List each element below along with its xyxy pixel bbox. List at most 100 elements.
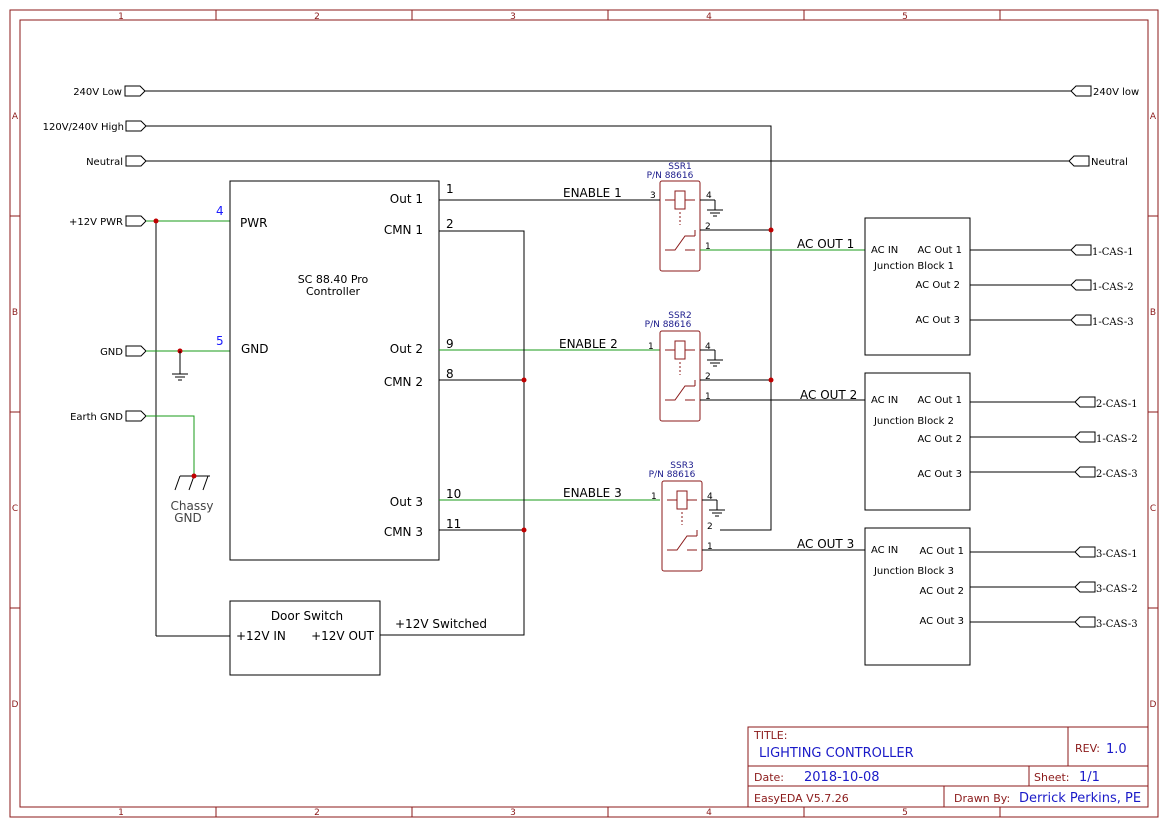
date-value: 2018-10-08 — [804, 770, 880, 785]
jb-3-out-1: AC Out 1 — [920, 546, 965, 557]
net-port-high — [125, 120, 147, 132]
jb-3-title: Junction Block 3 — [873, 566, 954, 577]
title-block: TITLE: LIGHTING CONTROLLER REV: 1.0 Date… — [747, 726, 1149, 808]
zone-col-4-top: 4 — [706, 12, 712, 22]
net-label-neutral-left: Neutral — [86, 157, 123, 168]
zone-col-2-bottom: 2 — [314, 808, 320, 818]
ground-icon — [707, 359, 723, 367]
zone-labels: 1 2 3 4 5 1 2 3 4 5 A B C D A B C D — [12, 12, 1157, 818]
ground-icon — [709, 509, 725, 517]
ssr-3-pin-1: 1 — [707, 542, 713, 552]
zone-col-5-bottom: 5 — [902, 808, 908, 818]
net-port-12v-pwr — [125, 215, 147, 227]
date-label: Date: — [754, 771, 784, 784]
ac-out-1-label: AC OUT 1 — [797, 237, 854, 251]
net-label-high: 120V/240V High — [43, 122, 124, 133]
ssr-1-pin-in: 3 — [650, 191, 656, 201]
ssr-2-pin-2: 2 — [705, 372, 711, 382]
rev-value: 1.0 — [1106, 742, 1127, 757]
door-switch-in-label: +12V IN — [236, 629, 286, 643]
jb-2-port-3: 2-CAS-3 — [1096, 469, 1138, 480]
title-label: TITLE: — [753, 729, 787, 742]
jb-3-port-2: 3-CAS-2 — [1096, 584, 1138, 595]
net-port-gnd — [125, 345, 147, 357]
controller-gnd-label: GND — [241, 342, 269, 356]
controller-pwr-label: PWR — [240, 216, 267, 230]
zone-col-2-top: 2 — [314, 12, 320, 22]
jb-2-title: Junction Block 2 — [873, 416, 954, 427]
ground-icon — [707, 209, 723, 217]
controller-cmn2-pin: 8 — [446, 367, 454, 381]
jb-1-ac-in: AC IN — [871, 245, 898, 256]
ssr-3-pn: P/N 88616 — [649, 470, 696, 480]
power-inputs: +12V PWR GND Earth GND Chassy GND — [69, 215, 230, 637]
door-switch-out-label: +12V OUT — [311, 629, 375, 643]
ssr-3-pin-gnd: 4 — [707, 492, 713, 502]
controller-cmn3-pin: 11 — [446, 517, 461, 531]
controller-out3-label: Out 3 — [390, 495, 423, 509]
enable-1-label: ENABLE 1 — [563, 186, 622, 200]
jb-2-out-1: AC Out 1 — [918, 395, 963, 406]
jb-2-out-2: AC Out 2 — [918, 434, 963, 445]
zone-row-a-right: A — [1150, 112, 1157, 122]
ac-wiring: AC OUT 1 AC OUT 2 AC OUT 3 — [700, 227, 865, 551]
enable-3-label: ENABLE 3 — [563, 486, 622, 500]
controller: SC 88.40 Pro Controller 4 PWR 5 GND Out … — [216, 180, 461, 561]
jb-1-out-1: AC Out 1 — [918, 245, 963, 256]
jb-1-port-2: 1-CAS-2 — [1092, 282, 1134, 293]
jb-1-out-2: AC Out 2 — [916, 280, 961, 291]
ssr-2-pn: P/N 88616 — [645, 320, 692, 330]
net-port-earth-gnd — [125, 410, 147, 422]
ssr-3-pin-in: 1 — [651, 492, 657, 502]
ssr-2-name: SSR2 — [668, 311, 691, 321]
zone-row-d-left: D — [12, 700, 19, 710]
zone-row-b-left: B — [12, 308, 18, 318]
drawn-by-label: Drawn By: — [954, 792, 1010, 805]
jb-2-ac-in: AC IN — [871, 395, 898, 406]
controller-out1-label: Out 1 — [390, 192, 423, 206]
zone-col-4-bottom: 4 — [706, 808, 712, 818]
door-switch: Door Switch +12V IN +12V OUT — [229, 600, 381, 676]
controller-cmn1-pin: 2 — [446, 217, 454, 231]
enable-2-label: ENABLE 2 — [559, 337, 618, 351]
jb-3-port-3: 3-CAS-3 — [1096, 619, 1138, 630]
ground-icon — [172, 373, 188, 381]
drawing-title: LIGHTING CONTROLLER — [759, 746, 914, 761]
switched-12v-label: +12V Switched — [395, 617, 487, 631]
ssr-1-pin-2: 2 — [705, 222, 711, 232]
zone-row-d-right: D — [1150, 700, 1157, 710]
net-label-neutral-right: Neutral — [1091, 157, 1128, 168]
jb-1-port-3: 1-CAS-3 — [1092, 317, 1134, 328]
drawing-frame — [9, 9, 1159, 818]
junction-block-1: AC IN AC Out 1 Junction Block 1 AC Out 2… — [864, 217, 1134, 356]
power-rails: 240V Low 240V low 120V/240V High Neutral… — [43, 85, 1139, 531]
ssr-1: SSR1 P/N 88616 3 4 2 1 — [645, 162, 723, 272]
zone-col-5-top: 5 — [902, 12, 908, 22]
net-port-240v-low-right — [1070, 85, 1092, 97]
junction-block-2: AC IN AC Out 1 Junction Block 2 AC Out 2… — [864, 372, 1138, 511]
jb-1-port-1: 1-CAS-1 — [1092, 247, 1134, 258]
zone-row-c-right: C — [1150, 504, 1156, 514]
net-label-earth-gnd: Earth GND — [70, 412, 123, 423]
door-switch-title: Door Switch — [271, 609, 343, 623]
zone-col-3-top: 3 — [510, 12, 516, 22]
net-label-12v-pwr: +12V PWR — [69, 217, 123, 228]
chassis-gnd-label-line2: GND — [174, 511, 202, 525]
zone-row-a-left: A — [12, 112, 19, 122]
ac-out-3-label: AC OUT 3 — [797, 537, 854, 551]
controller-name-line2: Controller — [306, 285, 361, 298]
ssr-1-pin-1: 1 — [705, 242, 711, 252]
jb-2-out-3: AC Out 3 — [918, 469, 963, 480]
zone-row-b-right: B — [1150, 308, 1156, 318]
jb-3-out-3: AC Out 3 — [920, 616, 965, 627]
net-label-gnd: GND — [100, 347, 123, 358]
ssr-1-pin-gnd: 4 — [706, 191, 712, 201]
ssr-1-pn: P/N 88616 — [647, 171, 694, 181]
ssr-3-pin-2: 2 — [707, 522, 713, 532]
zone-col-3-bottom: 3 — [510, 808, 516, 818]
controller-out3-pin: 10 — [446, 487, 461, 501]
junction-block-3: AC IN AC Out 1 Junction Block 3 AC Out 2… — [864, 527, 1138, 666]
ssr-3: SSR3 P/N 88616 1 4 2 1 — [649, 461, 725, 572]
jb-2-port-1: 2-CAS-1 — [1096, 399, 1138, 410]
jb-2-port-2: 1-CAS-2 — [1096, 434, 1138, 445]
